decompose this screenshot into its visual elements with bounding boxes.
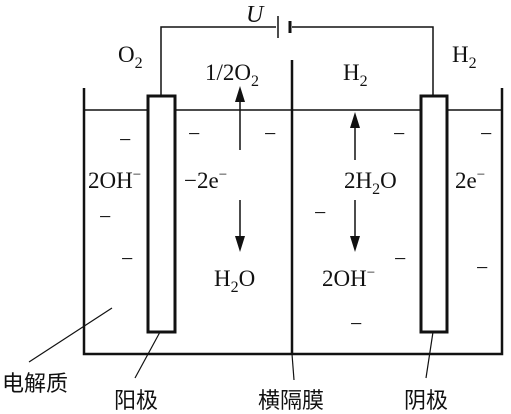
minus-sign: − bbox=[121, 246, 133, 271]
right-electrons-2e: 2e− bbox=[455, 167, 485, 193]
cathode-electrode bbox=[419, 94, 449, 334]
cathode-label: 阴极 bbox=[404, 389, 448, 414]
minus-sign: − bbox=[480, 121, 492, 146]
left-electron-transfer: −2e− bbox=[184, 167, 227, 193]
right-product-oh: 2OH− bbox=[322, 265, 375, 291]
voltage-label: U bbox=[246, 2, 265, 28]
minus-sign: − bbox=[314, 200, 326, 225]
left-ion-2oh: 2OH− bbox=[88, 167, 141, 193]
charge-markers: − − − − − − − − − − − bbox=[99, 121, 492, 336]
anode-label: 阳极 bbox=[114, 389, 158, 414]
minus-sign: − bbox=[188, 121, 200, 146]
anode-electrode bbox=[146, 94, 177, 334]
minus-sign: − bbox=[119, 127, 131, 152]
electrolyte-leader bbox=[28, 307, 113, 363]
left-arrow-down bbox=[235, 200, 245, 252]
cathode-leader bbox=[425, 331, 434, 379]
membrane-leader bbox=[291, 353, 295, 381]
minus-sign: − bbox=[350, 311, 362, 336]
right-arrow-down bbox=[350, 200, 360, 252]
left-product-o2: 1/2O2 bbox=[205, 60, 259, 90]
right-reactant-h2o: 2H2O bbox=[344, 168, 397, 198]
membrane-label: 横隔膜 bbox=[258, 389, 324, 414]
wire-right bbox=[292, 26, 434, 96]
minus-sign: − bbox=[99, 204, 111, 229]
minus-sign: − bbox=[264, 121, 276, 146]
minus-sign: − bbox=[394, 246, 406, 271]
wire-left bbox=[160, 26, 276, 96]
electrolyte-label: 电解质 bbox=[2, 372, 68, 397]
left-arrow-up bbox=[235, 86, 245, 150]
minus-sign: − bbox=[476, 255, 488, 280]
minus-sign: − bbox=[393, 121, 405, 146]
cathode-gas-label: H2 bbox=[452, 42, 477, 72]
anode-leader bbox=[134, 331, 161, 379]
right-product-h2: H2 bbox=[343, 60, 368, 90]
anode-gas-label: O2 bbox=[118, 42, 143, 72]
left-product-h2o: H2O bbox=[214, 266, 255, 296]
right-arrow-up bbox=[350, 112, 360, 160]
